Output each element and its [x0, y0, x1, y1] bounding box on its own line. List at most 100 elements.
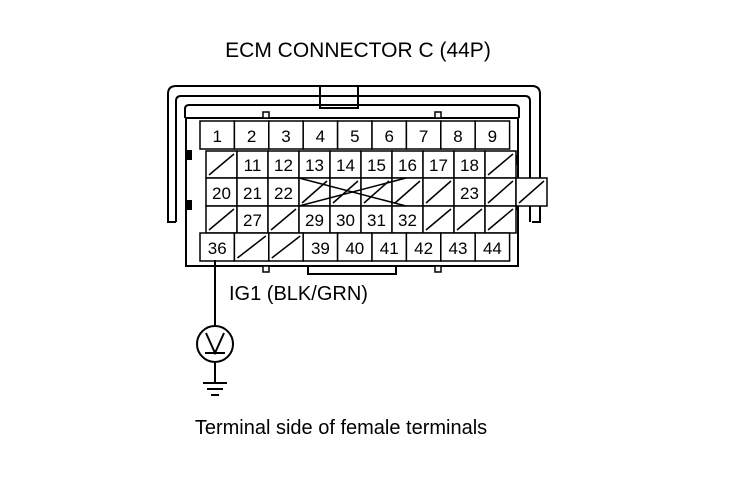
terminal-number: 12: [274, 156, 293, 175]
blank-terminal-slash: [271, 235, 301, 259]
terminal-cell: 18: [453, 150, 486, 179]
blank-terminal-slash: [270, 208, 297, 231]
terminal-number: 5: [350, 127, 359, 146]
ground-icon: [203, 382, 227, 396]
terminal-cell: 21: [236, 177, 269, 207]
terminal-cell: 13: [298, 150, 331, 179]
terminal-cell: 27: [236, 205, 269, 234]
terminal-cell: 4: [302, 120, 339, 150]
terminal-number: 1: [212, 127, 221, 146]
blank-terminal-slash: [394, 180, 421, 204]
terminal-number: 27: [243, 211, 262, 230]
terminal-cell: [484, 150, 517, 179]
terminal-number: 11: [244, 156, 262, 175]
terminal-cell: 12: [267, 150, 300, 179]
terminal-cell: 15: [360, 150, 393, 179]
terminal-number: 15: [367, 156, 386, 175]
terminal-number: 29: [305, 211, 324, 230]
terminal-cell: 36: [199, 232, 236, 262]
terminal-cell: 9: [474, 120, 511, 150]
wire-label: IG1 (BLK/GRN): [229, 283, 368, 305]
terminal-cell: 16: [391, 150, 424, 179]
terminal-cell: 39: [302, 232, 339, 262]
terminal-number: 13: [305, 156, 324, 175]
terminal-number: 44: [483, 239, 502, 258]
terminal-cell: 22: [267, 177, 300, 207]
terminal-cell: 31: [360, 205, 393, 234]
blank-terminal-slash: [518, 180, 545, 204]
terminal-cell: [484, 205, 517, 234]
terminal-cell: 41: [371, 232, 408, 262]
terminal-cell: 3: [268, 120, 304, 150]
terminal-cell: 20: [205, 177, 238, 207]
terminal-cell: [329, 177, 362, 207]
terminal-cell: 17: [422, 150, 455, 179]
connector-housing: [167, 85, 541, 275]
terminal-cell: [267, 205, 300, 234]
terminal-cell: [391, 177, 424, 207]
blank-terminal-slash: [236, 235, 267, 259]
terminal-cell: 8: [440, 120, 476, 150]
blank-terminal-slash: [208, 208, 235, 231]
terminal-cell: [484, 177, 517, 207]
terminal-number: 8: [453, 127, 462, 146]
blank-terminal-slash: [332, 180, 359, 204]
terminal-number: 21: [243, 184, 262, 203]
terminal-cell: 7: [405, 120, 442, 150]
terminal-cell: 6: [371, 120, 408, 150]
terminal-number: 30: [336, 211, 355, 230]
terminal-cell: [205, 150, 238, 179]
terminal-number: 43: [449, 239, 468, 258]
terminal-number: 23: [460, 184, 479, 203]
terminal-number: 3: [281, 127, 290, 146]
terminal-cell: [268, 232, 304, 262]
terminal-cell: [422, 205, 455, 234]
terminal-number: 2: [247, 127, 256, 146]
terminal-number: 18: [460, 156, 479, 175]
blank-terminal-slash: [363, 180, 390, 204]
terminal-number: 6: [384, 127, 393, 146]
terminal-number: 31: [367, 211, 386, 230]
terminal-cell: 43: [440, 232, 476, 262]
terminal-number: 14: [336, 156, 355, 175]
terminal-cell: 14: [329, 150, 362, 179]
diagram-title: ECM CONNECTOR C (44P): [225, 39, 491, 62]
terminal-cell: 1: [199, 120, 236, 150]
terminal-number: 17: [429, 156, 448, 175]
terminal-cell: [233, 232, 270, 262]
terminal-cell: 30: [329, 205, 362, 234]
blank-terminal-slash: [425, 208, 452, 231]
blank-terminal-slash: [208, 153, 235, 176]
terminal-number: 41: [380, 239, 399, 258]
voltmeter-icon: [196, 325, 234, 363]
terminal-number: 4: [316, 127, 325, 146]
terminal-number: 39: [311, 239, 330, 258]
blank-terminal-slash: [487, 180, 514, 204]
terminal-number: 16: [398, 156, 417, 175]
terminal-number: 9: [488, 127, 497, 146]
terminal-cell: 5: [336, 120, 373, 150]
terminal-cell: 2: [233, 120, 270, 150]
missing-terminals-cross: [298, 177, 407, 207]
terminal-cell: [515, 177, 548, 207]
blank-terminal-slash: [425, 180, 452, 204]
terminal-cell: 29: [298, 205, 331, 234]
terminal-number: 40: [345, 239, 364, 258]
terminal-cell: [453, 205, 486, 234]
blank-terminal-slash: [456, 208, 483, 231]
terminal-cell: 42: [405, 232, 442, 262]
terminal-cell: [205, 205, 238, 234]
terminal-number: 22: [274, 184, 293, 203]
blank-terminal-slash: [487, 208, 514, 231]
terminal-cell: 44: [474, 232, 511, 262]
terminal-number: 42: [414, 239, 433, 258]
terminal-cell: [422, 177, 455, 207]
terminal-number: 36: [208, 239, 227, 258]
terminal-cell: 23: [453, 177, 486, 207]
terminal-number: 32: [398, 211, 417, 230]
diagram-caption: Terminal side of female terminals: [195, 417, 487, 439]
terminal-cell: 11: [236, 150, 269, 179]
terminal-number: 7: [419, 127, 428, 146]
